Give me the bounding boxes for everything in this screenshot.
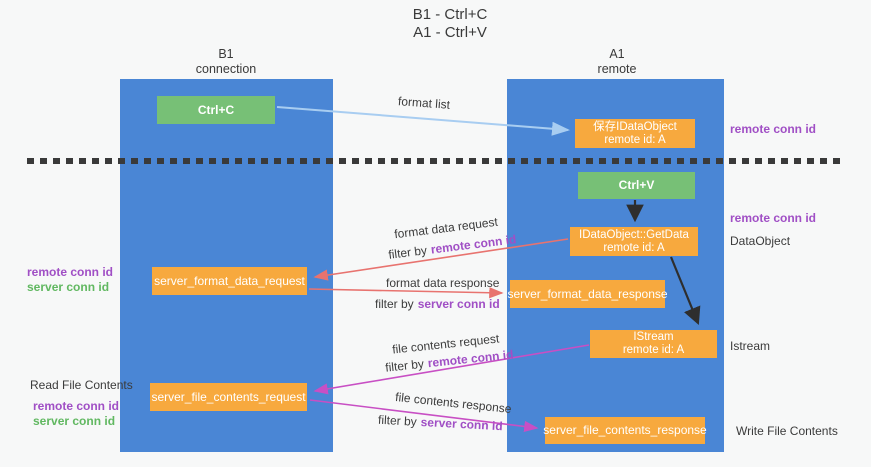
istream-annotation: Istream [730, 339, 771, 353]
filter-by-text: filter by [384, 356, 425, 375]
istream-line1: IStream [633, 331, 674, 343]
lane-left-header: B1 connection [160, 47, 292, 77]
diagram-title-line2: A1 - Ctrl+V [413, 24, 487, 41]
server-format-data-request-box: server_format_data_request [152, 267, 307, 295]
format-list-label: format list [397, 94, 451, 112]
istream-box: IStream remote id: A [590, 330, 717, 358]
server-format-data-request-label: server_format_data_request [154, 273, 305, 288]
remote-conn-id-annotation-left1: remote conn id [27, 265, 114, 279]
ctrl-v-box: Ctrl+V [578, 172, 695, 199]
file-contents-response-label: file contents response [394, 389, 513, 417]
remote-conn-id-annotation-mid: remote conn id [730, 211, 817, 225]
server-format-data-response-label: server_format_data_response [507, 286, 668, 301]
remote-conn-id-annotation-top: remote conn id [730, 122, 817, 136]
diagram-title: B1 - Ctrl+C A1 - Ctrl+V [370, 6, 530, 42]
save-idataobject-line2: remote id: A [604, 133, 666, 146]
filter-by-text: filter by [387, 243, 428, 262]
idataobject-getdata-box: IDataObject::GetData remote id: A [570, 227, 698, 256]
server-conn-id-text: server conn id [417, 297, 500, 311]
istream-line2: remote id: A [622, 344, 685, 356]
read-file-contents-annotation: Read File Contents [30, 378, 133, 392]
getdata-line1: IDataObject::GetData [579, 228, 689, 241]
server-format-data-response-box: server_format_data_response [507, 280, 668, 308]
server-file-contents-response-box: server_file_contents_response [543, 417, 707, 444]
server-conn-id-annotation-left1: server conn id [27, 280, 110, 294]
dataobject-annotation: DataObject [730, 234, 791, 248]
lane-right-header: A1 remote [555, 47, 679, 77]
lane-right-title: A1 [609, 47, 625, 61]
write-file-contents-annotation: Write File Contents [736, 424, 838, 438]
save-idataobject-line1: 保存IDataObject [593, 120, 677, 133]
server-file-contents-request-label: server_file_contents_request [151, 389, 306, 404]
lane-left-subtitle: connection [195, 62, 257, 76]
filter-by-text: filter by [377, 412, 418, 429]
ctrl-c-box: Ctrl+C [157, 96, 275, 124]
remote-conn-id-text: remote conn id [429, 232, 518, 257]
diagram-title-line1: B1 - Ctrl+C [412, 6, 488, 23]
save-idataobject-box: 保存IDataObject remote id: A [575, 119, 695, 148]
server-file-contents-response-label: server_file_contents_response [543, 423, 707, 437]
format-data-response-label: format data response [386, 276, 500, 290]
ctrl-c-label: Ctrl+C [197, 102, 235, 117]
filter-by-text: filter by [375, 297, 414, 311]
server-conn-id-text: server conn id [420, 414, 503, 434]
lane-left-title: B1 [218, 47, 234, 61]
remote-conn-id-annotation-left2: remote conn id [33, 399, 120, 413]
getdata-line2: remote id: A [603, 241, 665, 254]
session-divider-dashed-line [27, 158, 845, 164]
server-conn-id-annotation-left2: server conn id [33, 414, 116, 428]
server-file-contents-request-box: server_file_contents_request [150, 383, 307, 411]
lane-right-subtitle: remote [597, 62, 637, 76]
ctrl-v-label: Ctrl+V [618, 178, 655, 192]
